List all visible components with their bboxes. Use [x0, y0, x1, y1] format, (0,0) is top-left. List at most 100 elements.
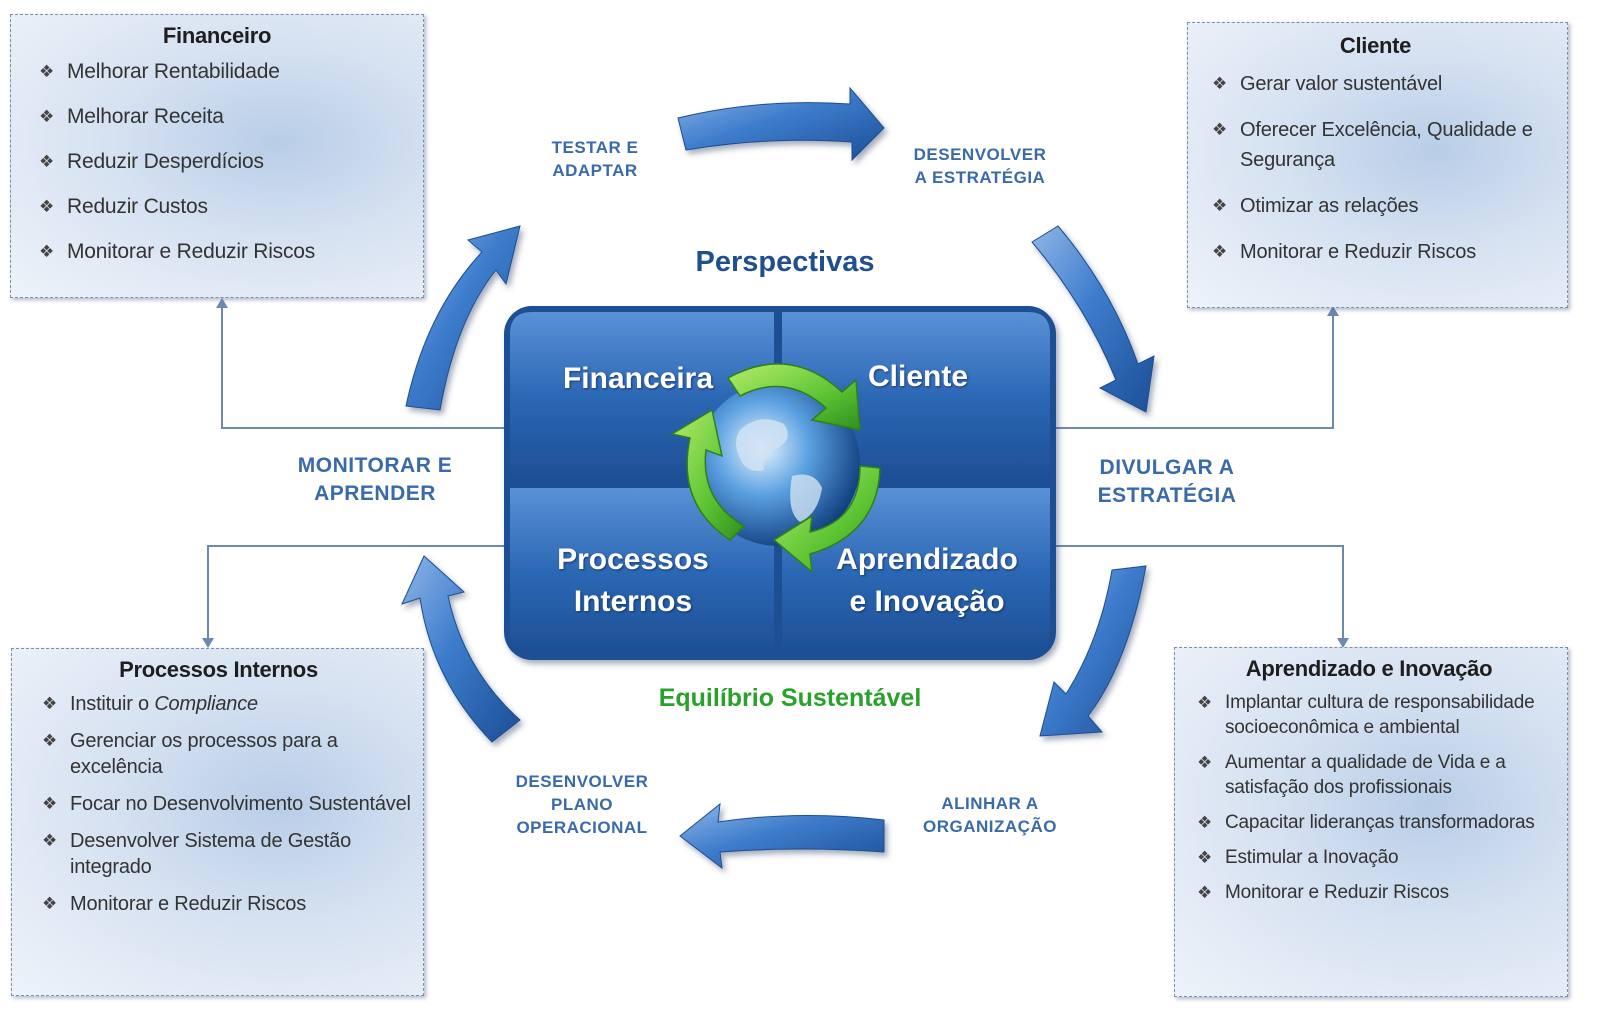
bullet-icon: ❖ [1197, 753, 1213, 772]
quadrant-aprendizado-line1: Aprendizado [836, 543, 1018, 576]
list-item-text: Melhorar Receita [67, 105, 224, 128]
list-item-text: Desenvolver Sistema de Gestão integrado [70, 830, 352, 878]
bullet-icon: ❖ [1212, 120, 1228, 139]
list-item: ❖ Reduzir Custos [21, 194, 413, 220]
list-item-text: Monitorar e Reduzir Riscos [70, 893, 306, 915]
list-item: ❖Implantar cultura de responsabilidade s… [1179, 690, 1559, 740]
quadrant-cliente: Cliente [867, 360, 969, 393]
recycle-globe-icon [670, 363, 881, 574]
list-item-text: Monitorar e Reduzir Riscos [1225, 882, 1449, 903]
bullet-icon: ❖ [39, 152, 55, 171]
list-item: ❖Monitorar e Reduzir Riscos [24, 891, 413, 917]
list-item-text: Gerenciar os processos para a excelência [70, 730, 338, 778]
bullet-icon: ❖ [39, 197, 55, 216]
cycle-arrow-top-left [405, 225, 521, 411]
quadrant-processos-internos: Processos Internos [520, 539, 746, 623]
card-cliente-list: ❖ Gerar valor sustentável ❖ Oferecer Excel… [1194, 69, 1557, 267]
cycle-label-plano-line1: DESENVOLVER [515, 772, 649, 791]
cycle-label-divulgar-line1: DIVULGAR A [1099, 456, 1235, 479]
list-item: ❖ Otimizar as relações [1194, 191, 1557, 221]
cycle-label-desenvolver-line1: DESENVOLVER [913, 145, 1047, 164]
list-item-text: Reduzir Custos [67, 195, 208, 218]
bullet-icon: ❖ [42, 694, 58, 713]
cycle-label-plano-line3: OPERACIONAL [516, 818, 648, 837]
cycle-label-testar: TESTAR E ADAPTAR [520, 136, 670, 182]
connector-processos [207, 545, 508, 642]
list-item: ❖Focar no Desenvolvimento Sustentável [24, 791, 413, 817]
cycle-label-testar-line2: ADAPTAR [552, 161, 638, 180]
list-item-text: Melhorar Rentabilidade [67, 60, 280, 83]
bullet-icon: ❖ [39, 242, 55, 261]
card-aprendizado-inovacao: Aprendizado e Inovação ❖Implantar cultur… [1174, 647, 1568, 997]
sustainable-balance-title: Equilíbrio Sustentável [658, 684, 922, 712]
quadrant-financeira: Financeira [562, 362, 714, 395]
list-item: ❖ Reduzir Desperdícios [21, 149, 413, 175]
list-item: ❖ Oferecer Excelência, Qualidade e Segura… [1194, 115, 1557, 175]
cycle-label-alinhar-line2: ORGANIZAÇÃO [923, 817, 1057, 836]
list-item: ❖ Monitorar e Reduzir Riscos [21, 239, 413, 265]
bullet-icon: ❖ [39, 107, 55, 126]
cycle-label-monitorar: MONITORAR E APRENDER [270, 452, 480, 508]
list-item-text: Gerar valor sustentável [1240, 73, 1443, 95]
bullet-icon: ❖ [1212, 74, 1228, 93]
cycle-arrow-top-right [1031, 225, 1155, 413]
list-item: ❖ Desenvolver Sistema de Gestão integrado [24, 828, 413, 880]
quadrant-aprendizado-inovacao: Aprendizado e Inovação [816, 539, 1038, 623]
list-item-text: Instituir o [70, 693, 155, 715]
cycle-arrow-bottom-right [1039, 565, 1147, 737]
bullet-icon: ❖ [1197, 693, 1213, 712]
cycle-label-monitorar-line1: MONITORAR E [297, 454, 453, 477]
cycle-arrow-bottom-left [401, 555, 521, 743]
cycle-arrow-bottom [679, 802, 885, 870]
perspectives-title: Perspectivas [695, 246, 875, 278]
cycle-label-desenvolver-estrategia: DESENVOLVER A ESTRATÉGIA [890, 143, 1070, 189]
card-aprendizado-title: Aprendizado e Inovação [1245, 656, 1493, 681]
list-item: ❖ Monitorar e Reduzir Riscos [1179, 880, 1559, 905]
card-financeiro-title: Financeiro [162, 23, 272, 48]
cycle-label-testar-line1: TESTAR E [551, 138, 639, 157]
cycle-label-divulgar-line2: ESTRATÉGIA [1097, 484, 1237, 507]
list-item: ❖ Melhorar Receita [21, 104, 413, 130]
quadrant-processos-line1: Processos [557, 543, 709, 576]
cycle-label-divulgar: DIVULGAR A ESTRATÉGIA [1072, 454, 1262, 510]
card-financeiro-list: ❖ Melhorar Rentabilidade ❖ Melhorar Receit… [21, 59, 413, 265]
bullet-icon: ❖ [42, 731, 58, 750]
list-item-text: Monitorar e Reduzir Riscos [1240, 241, 1476, 263]
connector-aprendizado [1056, 545, 1344, 642]
card-processos-title: Processos Internos [119, 657, 318, 682]
card-cliente: Cliente ❖ Gerar valor sustentável ❖ Oferec… [1187, 22, 1568, 308]
list-item: ❖Capacitar lideranças transformadoras [1179, 810, 1559, 835]
list-item: ❖Monitorar e Reduzir Riscos [1194, 237, 1557, 267]
quadrant-processos-line2: Internos [573, 585, 693, 618]
bullet-icon: ❖ [1197, 848, 1213, 867]
cycle-arrow-top [677, 86, 885, 162]
connector-cliente [1056, 312, 1334, 429]
cycle-label-monitorar-line2: APRENDER [314, 482, 436, 505]
list-item-text: Oferecer Excelência, Qualidade e Seguran… [1240, 119, 1533, 171]
cycle-label-desenvolver-plano: DESENVOLVER PLANO OPERACIONAL [500, 770, 664, 839]
cycle-label-plano-line2: PLANO [551, 795, 613, 814]
list-item-emphasis: Compliance [154, 693, 258, 715]
connector-financeiro [221, 304, 508, 429]
quadrant-aprendizado-line2: e Inovação [849, 585, 1005, 618]
cycle-label-desenvolver-line2: A ESTRATÉGIA [914, 168, 1046, 187]
list-item-text: Focar no Desenvolvimento Sustentável [70, 793, 411, 815]
card-cliente-title: Cliente [1339, 33, 1412, 58]
bullet-icon: ❖ [42, 831, 58, 850]
card-financeiro: Financeiro ❖ Melhorar Rentabilidade ❖ Melh… [10, 14, 424, 298]
list-item: ❖Aumentar a qualidade de Vida e a satisf… [1179, 750, 1559, 800]
cycle-label-alinhar: ALINHAR A ORGANIZAÇÃO [900, 792, 1080, 838]
card-processos-internos: Processos Internos ❖ Instituir o Complian… [11, 648, 424, 996]
list-item: ❖Estimular a Inovação [1179, 845, 1559, 870]
connector-lines [202, 298, 1349, 648]
list-item: ❖ Gerenciar os processos para a excelênci… [24, 728, 413, 780]
card-aprendizado-list: ❖Implantar cultura de responsabilidade s… [1179, 690, 1559, 905]
list-item: ❖ Instituir o Compliance [24, 691, 413, 717]
list-item-text: Reduzir Desperdícios [67, 150, 264, 173]
bullet-icon: ❖ [1212, 196, 1228, 215]
bullet-icon: ❖ [1197, 813, 1213, 832]
list-item-text: Monitorar e Reduzir Riscos [67, 240, 316, 263]
bullet-icon: ❖ [1197, 883, 1213, 902]
list-item-text: Otimizar as relações [1240, 195, 1419, 217]
